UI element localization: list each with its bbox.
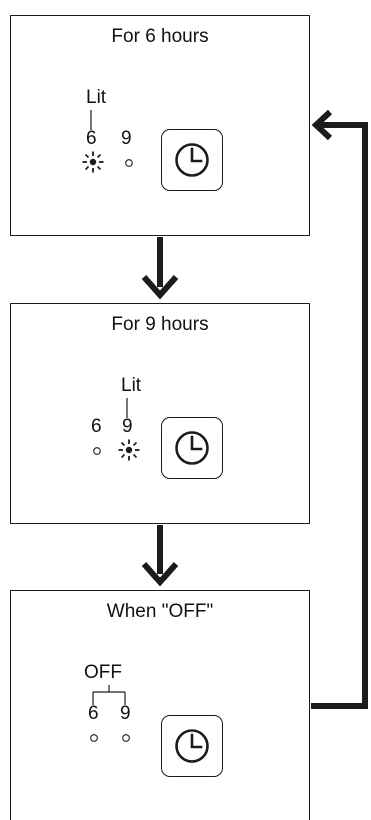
arrow-down-icon bbox=[141, 525, 179, 587]
mode-panel-off: When "OFF" OFF 6 9 bbox=[10, 590, 310, 820]
loop-back-arrow bbox=[311, 109, 368, 709]
panel-title: When "OFF" bbox=[106, 601, 214, 622]
led-6-off-icon bbox=[90, 734, 98, 742]
off-label: OFF bbox=[84, 662, 122, 683]
clock-icon bbox=[175, 143, 209, 177]
lit-indicator-line bbox=[126, 398, 128, 418]
clock-icon bbox=[175, 431, 209, 465]
panel-title: For 6 hours bbox=[111, 26, 209, 47]
lit-indicator-line bbox=[90, 110, 92, 130]
lit-label: Lit bbox=[86, 87, 107, 108]
mode-panel-9-hours: For 9 hours Lit 6 9 bbox=[10, 303, 310, 524]
arrow-left-icon bbox=[311, 109, 333, 141]
timer-button[interactable] bbox=[161, 129, 223, 191]
arrow-down-icon bbox=[141, 237, 179, 300]
led-9-label: 9 bbox=[122, 416, 133, 437]
panel-title: For 9 hours bbox=[111, 314, 209, 335]
timer-button[interactable] bbox=[161, 417, 223, 479]
led-9-label: 9 bbox=[120, 703, 131, 724]
led-9-off-icon bbox=[125, 159, 133, 167]
clock-icon bbox=[175, 729, 209, 763]
led-9-lit-icon bbox=[118, 439, 140, 461]
led-6-label: 6 bbox=[88, 703, 99, 724]
mode-panel-6-hours: For 6 hours Lit 6 9 bbox=[10, 15, 310, 236]
led-6-off-icon bbox=[93, 447, 101, 455]
led-6-lit-icon bbox=[82, 151, 104, 173]
led-9-off-icon bbox=[122, 734, 130, 742]
led-6-label: 6 bbox=[86, 128, 97, 149]
lit-label: Lit bbox=[121, 375, 142, 396]
timer-button[interactable] bbox=[161, 715, 223, 777]
off-indicator-bracket bbox=[92, 685, 126, 705]
led-9-label: 9 bbox=[121, 128, 132, 149]
led-6-label: 6 bbox=[91, 416, 102, 437]
